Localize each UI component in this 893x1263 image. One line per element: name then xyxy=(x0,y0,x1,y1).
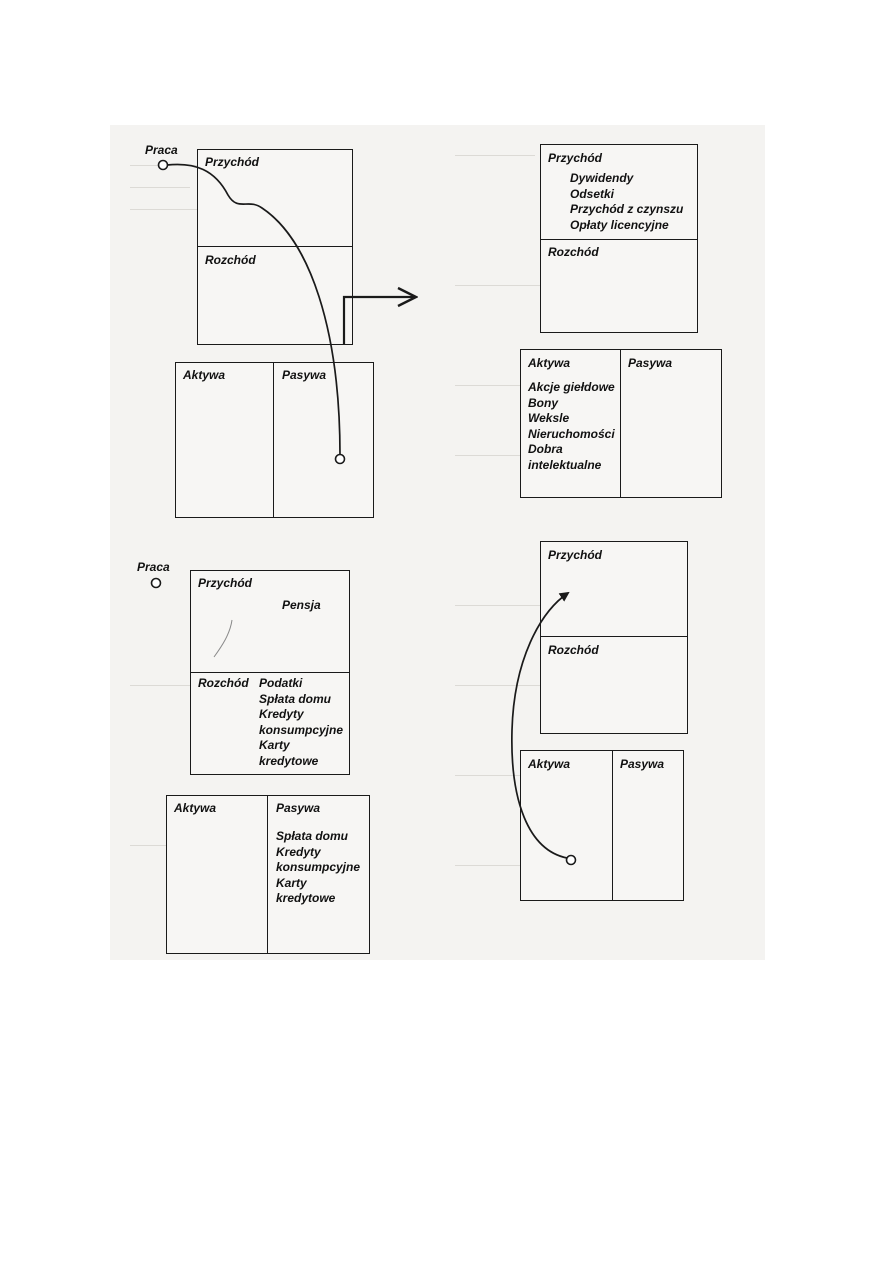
expense-label: Rozchód xyxy=(548,245,599,259)
income-statement-box xyxy=(540,144,698,333)
list-item: Podatki xyxy=(259,676,303,690)
list-item: Pensja xyxy=(282,598,321,612)
list-item: kredytowe xyxy=(259,753,319,768)
expense-label: Rozchód xyxy=(548,643,599,657)
income-label: Przychód xyxy=(548,548,603,562)
liabilities-label: Pasywa xyxy=(282,368,327,382)
income-expense-divider xyxy=(540,239,698,240)
assets-liabilities-divider xyxy=(612,750,613,901)
list-item: Nieruchomości xyxy=(528,426,615,441)
list-item: konsumpcyjne xyxy=(259,722,344,737)
income-expense-divider xyxy=(540,636,688,637)
income-expense-divider xyxy=(190,672,350,673)
income-label: Przychód xyxy=(205,155,260,169)
income-expense-divider xyxy=(197,246,353,247)
balance-sheet-box xyxy=(520,750,684,901)
income-statement-box xyxy=(540,541,688,734)
work-label: Praca xyxy=(137,560,170,574)
list-item: Weksle xyxy=(528,411,570,425)
list-item: kredytowe xyxy=(276,891,336,905)
asset-items-list: Akcje giełdowe Bony Weksle Nieruchomości… xyxy=(528,380,615,473)
balance-sheet-box xyxy=(166,795,370,954)
liabilities-label: Pasywa xyxy=(628,356,673,370)
expense-label: Rozchód xyxy=(198,676,249,690)
list-item: Przychód z czynszu xyxy=(570,202,684,216)
list-item: Bony xyxy=(528,395,558,410)
assets-liabilities-divider xyxy=(267,795,268,954)
balance-sheet-box xyxy=(175,362,374,518)
income-label: Przychód xyxy=(198,576,253,590)
list-item: Dywidendy xyxy=(570,171,634,185)
list-item: Spłata domu xyxy=(259,691,332,706)
work-label: Praca xyxy=(145,143,178,157)
liability-items-list: Spłata domu Kredyty konsumpcyjne Karty k… xyxy=(276,829,360,907)
list-item: Spłata domu xyxy=(276,829,349,843)
balance-sheet-box xyxy=(520,349,722,498)
income-statement-box xyxy=(197,149,353,345)
expense-label: Rozchód xyxy=(205,253,256,267)
liabilities-label: Pasywa xyxy=(276,801,321,815)
list-item: Akcje giełdowe xyxy=(528,380,615,394)
income-items-list: Pensja xyxy=(282,598,321,614)
assets-label: Aktywa xyxy=(183,368,226,382)
assets-label: Aktywa xyxy=(528,356,571,370)
liabilities-label: Pasywa xyxy=(620,757,665,771)
assets-label: Aktywa xyxy=(174,801,217,815)
list-item: Kredyty xyxy=(276,844,321,859)
list-item: Opłaty licencyjne xyxy=(570,217,669,232)
income-label: Przychód xyxy=(548,151,603,165)
list-item: Dobra xyxy=(528,442,563,456)
expense-items-list: Podatki Spłata domu Kredyty konsumpcyjne… xyxy=(259,676,343,769)
assets-liabilities-divider xyxy=(273,362,274,518)
list-item: Kredyty xyxy=(259,707,304,721)
list-item: Odsetki xyxy=(570,186,615,201)
assets-label: Aktywa xyxy=(528,757,571,771)
list-item: Karty xyxy=(276,875,307,890)
assets-liabilities-divider xyxy=(620,349,621,498)
income-items-list: Dywidendy Odsetki Przychód z czynszu Opł… xyxy=(570,171,683,233)
list-item: Karty xyxy=(259,738,290,752)
list-item: intelektualne xyxy=(528,457,602,472)
list-item: konsumpcyjne xyxy=(276,860,361,874)
